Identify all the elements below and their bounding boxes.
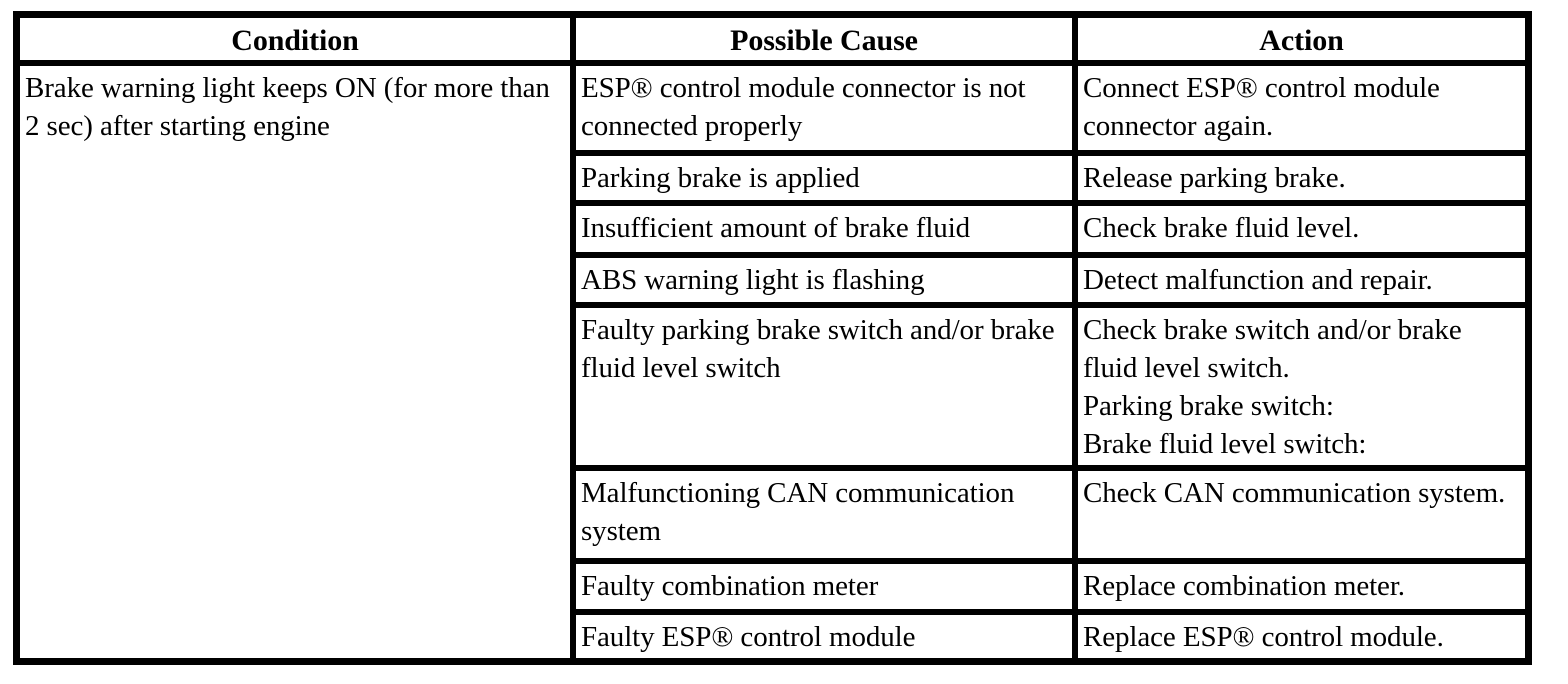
action-text: Check brake switch and/or brake fluid le…: [1083, 313, 1462, 460]
action-cell: Connect ESP® control module connector ag…: [1075, 63, 1528, 154]
cause-text: Insufficient amount of brake fluid: [581, 212, 971, 245]
action-text: Connect ESP® control module connector ag…: [1083, 72, 1440, 142]
cause-text: Faulty ESP® control module: [581, 620, 916, 653]
cause-cell: Faulty combination meter: [573, 560, 1075, 612]
table-row: Faulty parking brake switch and/or brake…: [17, 304, 1528, 469]
table-body: Brake warning light keeps ON (for more t…: [17, 63, 1528, 661]
cause-text: Faulty combination meter: [581, 569, 879, 602]
cause-cell: Faulty ESP® control module: [573, 611, 1075, 661]
action-cell: Check CAN communication system.: [1075, 468, 1528, 561]
action-text: Detect malfunction and repair.: [1083, 263, 1433, 296]
troubleshooting-table: Condition Possible Cause Action Brake wa…: [17, 15, 1528, 661]
action-text: Check CAN communication system.: [1083, 477, 1506, 510]
column-header-condition: Condition: [17, 15, 573, 63]
cause-text: Malfunctioning CAN communication system: [581, 477, 1015, 548]
cause-text: ABS warning light is flashing: [581, 263, 925, 296]
cause-cell: ABS warning light is flashing: [573, 254, 1075, 305]
action-cell: Replace combination meter.: [1075, 560, 1528, 612]
cause-text: Faulty parking brake switch and/or brake…: [581, 313, 1055, 384]
action-cell: Detect malfunction and repair.: [1075, 254, 1528, 305]
table-row: Brake warning light keeps ON (for more t…: [17, 63, 1528, 661]
column-header-possible-cause: Possible Cause: [573, 15, 1075, 63]
cause-text: ESP® control module connector is not con…: [581, 72, 1026, 142]
table-outer-frame: [13, 11, 1532, 665]
header-row: Condition Possible Cause Action: [17, 15, 1528, 63]
cause-text: Parking brake is applied: [581, 162, 860, 195]
table-row: Insufficient amount of brake fluid Check…: [17, 203, 1528, 255]
cause-cell: Malfunctioning CAN communication system: [573, 468, 1075, 561]
condition-text: Brake warning light keeps ON (for more t…: [25, 72, 550, 142]
table-row: ABS warning light is flashing Detect mal…: [17, 254, 1528, 305]
action-cell: Replace ESP® control module.: [1075, 611, 1528, 661]
action-text: Release parking brake.: [1083, 162, 1346, 195]
table-row: Faulty combination meter Replace combina…: [17, 560, 1528, 612]
table-row: Parking brake is applied Release parking…: [17, 153, 1528, 204]
action-cell: Release parking brake.: [1075, 153, 1528, 204]
action-text: Replace ESP® control module.: [1083, 620, 1444, 653]
cause-cell: ESP® control module connector is not con…: [573, 63, 1075, 154]
table-row: Faulty ESP® control module Replace ESP® …: [17, 611, 1528, 661]
cause-cell: Insufficient amount of brake fluid: [573, 203, 1075, 255]
action-cell: Check brake fluid level.: [1075, 203, 1528, 255]
column-header-action: Action: [1075, 15, 1528, 63]
cause-cell: Faulty parking brake switch and/or brake…: [573, 304, 1075, 469]
action-cell: Check brake switch and/or brake fluid le…: [1075, 304, 1528, 469]
table-row: Malfunctioning CAN communication system …: [17, 468, 1528, 561]
action-text: Replace combination meter.: [1083, 569, 1405, 602]
action-text: Check brake fluid level.: [1083, 212, 1360, 245]
condition-cell: Brake warning light keeps ON (for more t…: [17, 63, 573, 661]
table-header: Condition Possible Cause Action: [17, 15, 1528, 63]
cause-cell: Parking brake is applied: [573, 153, 1075, 204]
